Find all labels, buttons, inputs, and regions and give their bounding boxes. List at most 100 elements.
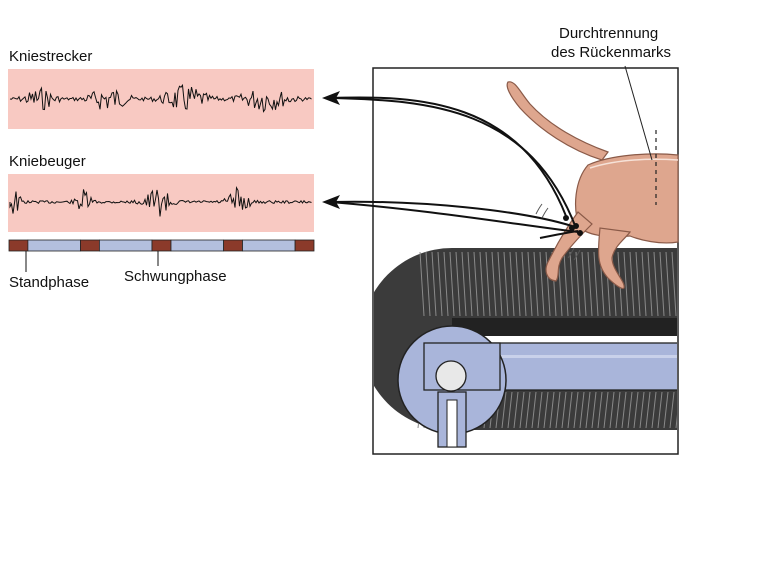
belt-stripe xyxy=(659,251,665,317)
belt-stripe xyxy=(609,391,615,429)
belt-stripe xyxy=(549,391,555,429)
belt-stripe xyxy=(651,391,657,429)
gait-segment-stance xyxy=(151,239,172,252)
belt-stripe xyxy=(591,391,597,429)
belt-stripe xyxy=(473,251,479,317)
belt-stripe xyxy=(485,251,491,317)
gait-segment-stance xyxy=(8,239,29,252)
belt-stripe xyxy=(563,251,569,317)
stance-phase-label: Standphase xyxy=(9,274,90,291)
belt-stripe xyxy=(425,251,431,317)
belt-stripe xyxy=(525,391,531,429)
treadmill xyxy=(374,248,686,448)
electrode-wires xyxy=(329,96,579,239)
belt-stripe xyxy=(519,391,525,429)
belt-stripe xyxy=(669,391,675,429)
gait-segment-swing xyxy=(99,239,153,252)
belt-stripe xyxy=(585,391,591,429)
belt-stripe xyxy=(521,251,527,317)
gait-segment-swing xyxy=(242,239,296,252)
belt-stripe xyxy=(437,251,443,317)
belt-stripe xyxy=(633,391,639,429)
gait-segment-stance xyxy=(294,239,315,252)
belt-stripe xyxy=(431,251,437,317)
electrode-extensor-1 xyxy=(563,215,569,221)
belt-stripe xyxy=(455,251,461,317)
belt-stripe xyxy=(641,251,647,317)
belt-stripe xyxy=(555,391,561,429)
belt-stripe xyxy=(627,391,633,429)
belt-stripe xyxy=(467,251,473,317)
belt-stripe xyxy=(639,391,645,429)
belt-stripe xyxy=(497,251,503,317)
leg-slot xyxy=(446,399,458,448)
belt-stripe xyxy=(587,251,593,317)
belt-stripe xyxy=(543,391,549,429)
flexor-arrowhead xyxy=(322,195,340,209)
belt-stripe xyxy=(645,391,651,429)
belt-stripe xyxy=(533,251,539,317)
belt-stripe xyxy=(621,391,627,429)
belt-stripe xyxy=(635,251,641,317)
belt-stripe xyxy=(615,391,621,429)
belt-gap xyxy=(472,336,677,343)
belt-stripe xyxy=(597,391,603,429)
belt-stripe xyxy=(531,391,537,429)
belt-stripe xyxy=(507,391,513,429)
belt-stripe xyxy=(509,251,515,317)
belt-stripe xyxy=(513,391,519,429)
belt-stripe xyxy=(419,251,425,317)
gait-segment-stance xyxy=(80,239,100,252)
gait-segment-swing xyxy=(170,239,224,252)
belt-stripe xyxy=(443,251,449,317)
belt-stripe xyxy=(581,251,587,317)
belt-stripe xyxy=(675,414,677,429)
belt-stripe xyxy=(561,391,567,429)
gait-segment-swing xyxy=(27,239,81,252)
belt-stripe xyxy=(479,251,485,317)
frame-highlight xyxy=(424,355,677,358)
belt-stripe xyxy=(575,251,581,317)
extensor-label: Kniestrecker xyxy=(9,48,93,65)
belt-stripe xyxy=(671,251,677,317)
electrode-flexor-1 xyxy=(569,225,575,231)
roller-axle xyxy=(435,360,467,392)
belt-stripe xyxy=(629,251,635,317)
belt-stripe xyxy=(663,391,669,429)
electrode-flexor-2 xyxy=(577,230,583,236)
belt-stripe xyxy=(567,391,573,429)
belt-stripe xyxy=(682,392,686,428)
belt-stripe xyxy=(593,251,599,317)
spinal-cut-label-line2: des Rückenmarks xyxy=(551,44,672,61)
belt-stripe xyxy=(503,251,509,317)
belt-stripe xyxy=(449,251,455,317)
flexor-label: Kniebeuger xyxy=(9,153,86,170)
swing-phase-label: Schwungphase xyxy=(124,268,227,285)
cat-hindquarters xyxy=(506,81,679,289)
belt-stripe xyxy=(515,251,521,317)
belt-stripe xyxy=(491,251,497,317)
belt-stripe xyxy=(623,251,629,317)
belt-stripe xyxy=(665,251,671,317)
belt-stripe xyxy=(647,251,653,317)
belt-stripe xyxy=(569,251,575,317)
motion-marks-front xyxy=(535,203,549,219)
spinal-cut-label-line1: Durchtrennung xyxy=(559,25,659,42)
belt-stripe xyxy=(603,391,609,429)
belt-stripe xyxy=(539,251,545,317)
spinal-cut-pointer-line xyxy=(624,65,653,161)
belt-inner-shadow xyxy=(452,318,677,336)
belt-stripe xyxy=(461,251,467,317)
belt-stripe xyxy=(657,391,663,429)
belt-stripe xyxy=(545,251,551,317)
belt-stripe xyxy=(579,391,585,429)
flexor-emg-trace xyxy=(9,185,312,217)
belt-stripe xyxy=(527,251,533,317)
extensor-emg-trace xyxy=(9,83,312,113)
belt-stripe xyxy=(573,391,579,429)
gait-phase-bar xyxy=(8,239,315,252)
belt-stripe xyxy=(501,391,507,429)
extensor-arrowhead xyxy=(322,91,340,105)
gait-segment-stance xyxy=(223,239,243,252)
